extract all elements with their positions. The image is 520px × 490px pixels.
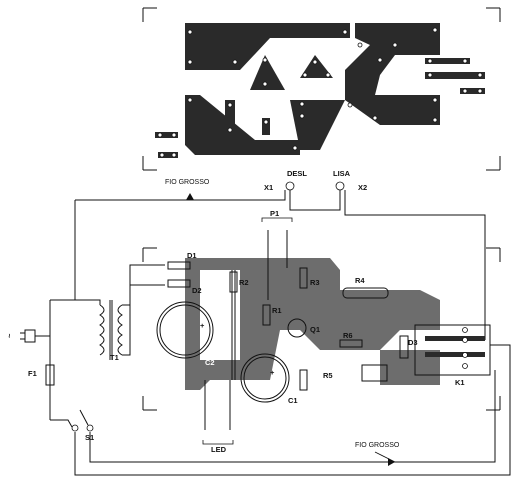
diode-d2 — [167, 279, 191, 288]
copper-trace-right — [345, 23, 440, 125]
copper-trace-left-strip — [225, 100, 235, 135]
corner-mark-tr — [486, 7, 501, 22]
corner-mark-br — [486, 156, 501, 171]
copper-shadow-right — [380, 350, 440, 385]
copper-pad-triangle-right — [300, 55, 333, 78]
switch-s1 — [50, 409, 94, 432]
wire-desl-lisa-link — [289, 190, 341, 211]
copper-shadow-main — [185, 258, 440, 390]
copper-gap — [200, 270, 240, 360]
corner-mark-comp-tl — [142, 247, 157, 262]
capacitor-c2 — [156, 301, 214, 359]
label-r4: R4 — [355, 276, 365, 285]
wire-s1-return — [89, 370, 496, 463]
resistor-r6 — [339, 339, 363, 348]
bracket-led — [202, 440, 234, 445]
label-d1: D1 — [187, 251, 197, 260]
label-r3: R3 — [310, 278, 320, 287]
potentiometer-p1-leads — [267, 230, 288, 300]
label-r5: R5 — [323, 371, 333, 380]
capacitor-c1 — [240, 353, 290, 403]
label-fio-grosso-top: FIO GROSSO — [165, 179, 210, 186]
label-fio-grosso-bottom: FIO GROSSO — [355, 442, 400, 449]
label-r6: R6 — [343, 331, 353, 340]
label-r1: R1 — [272, 306, 282, 315]
label-c1: C1 — [288, 396, 298, 405]
resistor-r3 — [299, 267, 308, 289]
wire-fio-grosso-top — [75, 190, 286, 201]
mains-plug — [20, 329, 50, 343]
label-r2: R2 — [239, 278, 249, 287]
corner-mark-comp-br — [486, 396, 501, 411]
label-x1: X1 — [264, 183, 273, 192]
component-box — [361, 364, 388, 382]
relay-k1 — [414, 324, 491, 376]
corner-mark-tl — [142, 7, 157, 22]
arrow-fio-grosso-top — [186, 193, 194, 200]
label-p1: P1 — [270, 209, 279, 218]
pcb-component-side — [20, 181, 511, 476]
label-q1: Q1 — [310, 325, 320, 334]
label-c2: C2 — [205, 358, 215, 367]
arrow-fio-grosso-bottom — [388, 458, 395, 466]
label-cap-plus-1: + — [200, 321, 205, 330]
terminal-x1 — [285, 181, 295, 191]
leader-fio-grosso-bottom — [374, 451, 396, 463]
label-led: LED — [211, 445, 227, 454]
wire-fio-grosso-bottom — [74, 344, 511, 476]
resistor-r5 — [299, 369, 308, 391]
transistor-q1 — [287, 318, 307, 338]
resistor-r2 — [229, 271, 238, 293]
corner-mark-comp-tr — [486, 247, 501, 262]
label-k1: K1 — [455, 378, 465, 387]
transformer-t1 — [49, 264, 165, 420]
component-labels: FIO GROSSO DESL LISA X1 X2 P1 D1 D2 D3 R… — [5, 169, 465, 454]
pcb-pads — [157, 27, 483, 158]
label-s1: S1 — [85, 433, 94, 442]
corner-mark-comp-bl — [142, 396, 157, 411]
pcb-copper-side — [142, 7, 501, 171]
label-lisa: LISA — [333, 169, 351, 178]
led-leads — [204, 380, 231, 430]
label-cap-plus-2: + — [270, 368, 275, 377]
label-f1: F1 — [28, 369, 37, 378]
copper-trace-bottom-left — [185, 95, 300, 155]
label-d2: D2 — [192, 286, 202, 295]
copper-strip-1 — [425, 58, 470, 64]
corner-mark-bl — [142, 156, 157, 171]
copper-trace-top-left — [185, 23, 350, 70]
terminal-x2 — [335, 181, 345, 191]
label-desl: DESL — [287, 169, 307, 178]
diode-d1 — [167, 261, 191, 270]
label-d3: D3 — [408, 338, 418, 347]
copper-pad-triangle-left — [250, 55, 285, 90]
label-x2: X2 — [358, 183, 367, 192]
bracket-p1 — [261, 217, 293, 222]
label-t1: T1 — [110, 353, 119, 362]
diode-d3 — [399, 335, 409, 359]
copper-strip-2 — [425, 72, 485, 79]
resistor-r1 — [262, 304, 271, 326]
label-mains: ~ — [5, 333, 14, 338]
fuse-f1 — [45, 364, 55, 386]
wire-x2-right — [344, 190, 486, 340]
resistor-r4 — [342, 287, 389, 299]
